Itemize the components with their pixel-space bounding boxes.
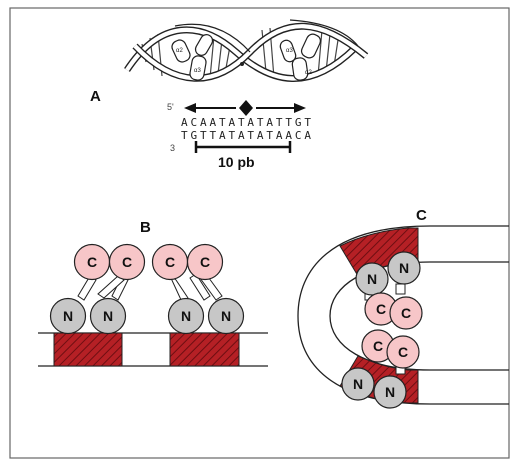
scale-bar bbox=[194, 141, 292, 153]
c-domain-label: C bbox=[87, 254, 97, 270]
c-panel-n-domains: N N N N bbox=[341, 251, 421, 409]
c-domain-label: C bbox=[200, 254, 210, 270]
helix-tag: α3 bbox=[194, 68, 201, 74]
helix-tag: α3 bbox=[286, 48, 293, 54]
c-domain-label: C bbox=[373, 338, 383, 354]
c-domain-label: C bbox=[122, 254, 132, 270]
helix-tag: α2 bbox=[176, 48, 183, 54]
n-domain-label: N bbox=[63, 308, 73, 324]
dna-binding-site bbox=[169, 332, 240, 367]
c-domain-row: C C C C bbox=[73, 243, 224, 281]
c-domain-label: C bbox=[376, 301, 386, 317]
scale-label: 10 pb bbox=[218, 154, 255, 170]
palindrome-arrows bbox=[184, 100, 306, 116]
n-domain-label: N bbox=[103, 308, 113, 324]
panel-a: α2 α3 α3 α2 A 5' ACAATATATATTGT TGTTATAT… bbox=[90, 19, 369, 170]
panel-c-label: C bbox=[416, 207, 427, 224]
n-domain-row: N N N N bbox=[49, 297, 245, 335]
panel-b-label: B bbox=[140, 219, 151, 236]
dyad-axis-diamond bbox=[239, 100, 253, 116]
n-domain-label: N bbox=[221, 308, 231, 324]
figure-frame bbox=[9, 7, 510, 459]
helix-tags: α2 α3 α3 α2 bbox=[176, 48, 312, 76]
c-panel-c-domains: C C C C bbox=[361, 292, 423, 369]
c-domain-label: C bbox=[401, 305, 411, 321]
n-domain-label: N bbox=[181, 308, 191, 324]
helix-tag: α2 bbox=[305, 70, 312, 76]
n-domain-label: N bbox=[399, 260, 409, 276]
n-domain-label: N bbox=[385, 384, 395, 400]
dna-helix-illustration bbox=[124, 19, 369, 82]
panel-c: C N N N N C C bbox=[297, 207, 509, 409]
dna-binding-site bbox=[53, 332, 123, 367]
sequence-bottom: TGTTATATATAACA bbox=[181, 129, 311, 142]
n-domain-label: N bbox=[353, 376, 363, 392]
c-domain-label: C bbox=[165, 254, 175, 270]
strand-bottom-end: 3 bbox=[170, 143, 175, 153]
c-domain-label: C bbox=[398, 344, 408, 360]
n-domain-label: N bbox=[367, 271, 377, 287]
sequence-top: ACAATATATATTGT bbox=[181, 116, 311, 129]
panel-a-label: A bbox=[90, 88, 101, 105]
panel-b: B C C C C bbox=[38, 219, 268, 367]
strand-top-end: 5' bbox=[167, 102, 174, 112]
